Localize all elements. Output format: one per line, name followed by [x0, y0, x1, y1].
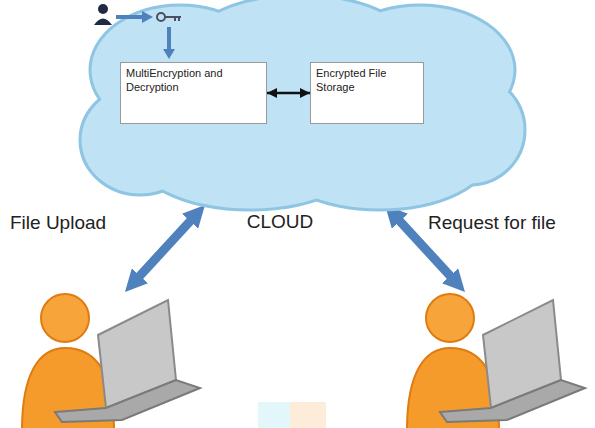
person-icon [94, 19, 112, 26]
watermark-mark [290, 402, 326, 428]
cloud-label: CLOUD [85, 211, 475, 233]
user-figure [407, 294, 585, 428]
user-head [426, 294, 474, 342]
flow-label: Request for file [428, 212, 556, 234]
small-arrow [142, 11, 153, 23]
flow-label: File Upload [10, 212, 106, 234]
process-box: Encrypted File Storage [310, 62, 424, 124]
key-icon [157, 13, 165, 21]
person-icon [98, 4, 108, 14]
flow-label: Request for file [428, 212, 556, 234]
connector-arrow [267, 92, 310, 95]
small-arrow [167, 27, 171, 50]
box-label: MultiEncryption and Decryption [126, 67, 261, 95]
transfer-arrow [137, 218, 193, 278]
small-arrow [163, 49, 175, 59]
process-box: MultiEncryption and Decryption [120, 62, 267, 124]
laptop-base [55, 380, 200, 422]
laptop-base [440, 380, 585, 422]
watermark-mark [258, 402, 290, 428]
key-icon [165, 17, 181, 21]
small-arrow [116, 15, 144, 19]
cloud-fill [102, 22, 499, 179]
box-label: Encrypted File Storage [316, 67, 418, 95]
flow-label: File Upload [10, 212, 106, 234]
user-head [41, 294, 89, 342]
cloud-shape: CLOUD MultiEncryption and Decryption Encry… [85, 0, 525, 240]
user-figure [22, 294, 200, 428]
